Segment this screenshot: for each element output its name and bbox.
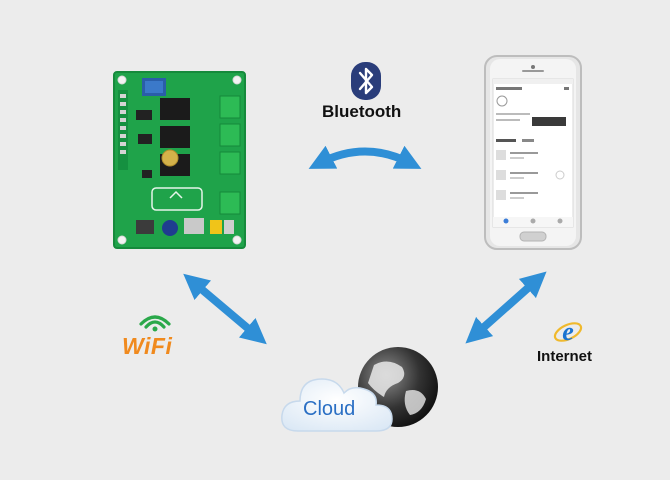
bluetooth-label: Bluetooth <box>322 102 402 121</box>
arrow-board-phone <box>308 145 422 169</box>
bluetooth-icon <box>351 62 381 100</box>
cloud-icon <box>278 343 453 443</box>
internet-explorer-icon: e <box>553 317 583 347</box>
wifi-icon <box>138 312 172 332</box>
internet-label: Internet <box>537 348 593 365</box>
wifi-label: WiFi <box>122 333 173 359</box>
svg-text:e: e <box>562 317 574 346</box>
relay-board-image <box>112 70 247 250</box>
arrow-phone-cloud <box>465 271 547 344</box>
smartphone-image <box>484 55 582 250</box>
cloud-label: Cloud <box>303 398 356 420</box>
arrow-board-cloud <box>183 273 267 345</box>
